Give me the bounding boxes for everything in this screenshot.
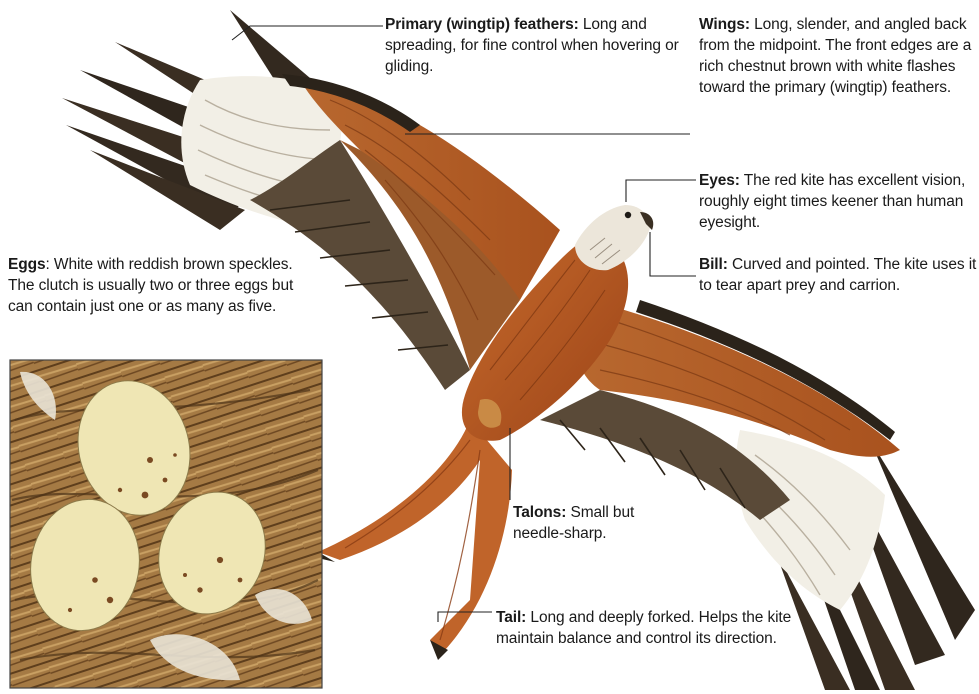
bill-title: Bill: xyxy=(699,256,728,273)
tail-title: Tail: xyxy=(496,609,526,626)
primary-feathers-callout: Primary (wingtip) feathers: Long and spr… xyxy=(385,14,685,77)
eggs-title: Eggs xyxy=(8,256,46,273)
eyes-title: Eyes: xyxy=(699,172,740,189)
eggs-callout: Eggs: White with reddish brown speckles.… xyxy=(8,254,320,317)
tail-text: Long and deeply forked. Helps the kite m… xyxy=(496,609,791,647)
eye xyxy=(625,212,631,218)
primary-feathers-title: Primary (wingtip) feathers: xyxy=(385,16,579,33)
talons-title: Talons: xyxy=(513,504,566,521)
eyes-text: The red kite has excellent vision, rough… xyxy=(699,172,965,231)
forked-tail xyxy=(305,420,512,660)
bill-callout: Bill: Curved and pointed. The kite uses … xyxy=(699,254,979,296)
kite-head xyxy=(575,205,653,270)
eyes-callout: Eyes: The red kite has excellent vision,… xyxy=(699,170,979,233)
eggs-in-nest-inset xyxy=(10,360,322,688)
tail-callout: Tail: Long and deeply forked. Helps the … xyxy=(496,607,836,649)
wings-callout: Wings: Long, slender, and angled back fr… xyxy=(699,14,975,98)
bill-text: Curved and pointed. The kite uses it to … xyxy=(699,256,976,294)
talons-callout: Talons: Small but needle-sharp. xyxy=(513,502,643,544)
eggs-text: : White with reddish brown speckles. The… xyxy=(8,256,293,315)
wings-title: Wings: xyxy=(699,16,750,33)
